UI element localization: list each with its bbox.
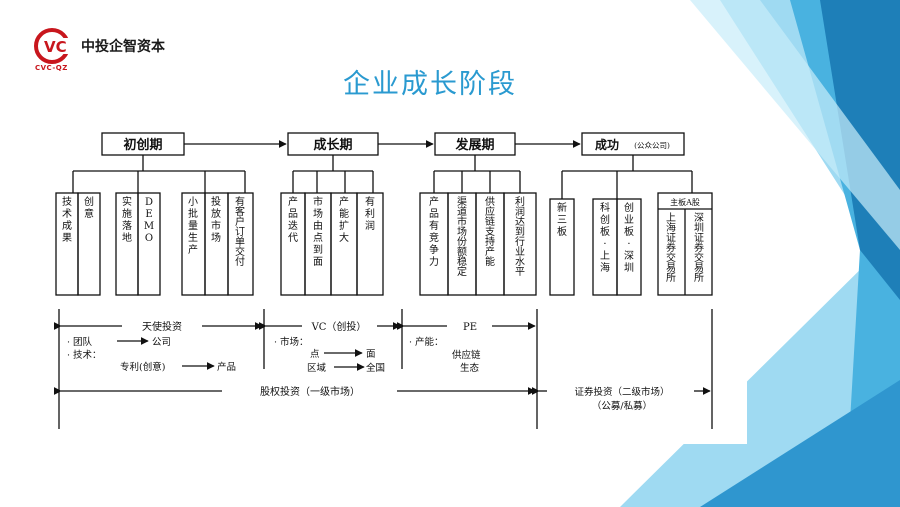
stage-item-text: 产品有竞争力 (429, 195, 439, 268)
stage-item-text: 有客户订单交付 (235, 195, 245, 268)
stage-item-text: 深圳证券交易所 (694, 212, 704, 284)
vc-point: 点 (310, 349, 320, 360)
stage-label-startup: 初创期 (123, 137, 162, 153)
stage-label-success: 成功 (595, 137, 619, 152)
pe-supply-chain: 供应链 (452, 349, 481, 361)
stage-item-text: 投放市场 (211, 195, 221, 244)
item-box (549, 198, 575, 296)
logo-company-name: 中投企智资本 (81, 39, 165, 55)
item-box (356, 192, 384, 296)
page-title: 企业成长阶段 (343, 69, 517, 100)
main-board-label: 主板A股 (670, 197, 700, 207)
logo-mark-icon: VC (34, 28, 72, 64)
item-box (616, 198, 642, 296)
stage-item-text: 技术成果 (62, 195, 72, 244)
item-box (77, 192, 101, 296)
pe-ecosystem: 生态 (460, 362, 480, 374)
vc-label: VC（创投） (311, 320, 367, 333)
vc-surface: 面 (366, 349, 376, 360)
item-box (227, 192, 254, 296)
stage-item-text: 创意 (84, 195, 94, 220)
stage-item-text: 科创板·上海 (600, 201, 610, 274)
stage-label-success-sub: (公众公司) (634, 141, 670, 150)
angel-tech: · 技术： (67, 349, 102, 361)
angel-company: 公司 (152, 337, 171, 348)
stage-item-text: 新三板 (557, 201, 567, 238)
stage-label-development: 发展期 (454, 137, 494, 153)
vc-market: · 市场： (274, 336, 309, 348)
securities-investment-sub: （公募/私募） (592, 400, 652, 412)
item-box (503, 192, 537, 296)
stage-item-text: 小批量生产 (188, 196, 198, 256)
company-logo: VC CVC-QZ 中投企智资本 (34, 28, 194, 74)
stage-item-text: 有利润 (365, 195, 375, 232)
stage-item-text: 利润达到行业水平 (515, 196, 525, 278)
stage-item-text: 上海证券交易所 (666, 212, 676, 284)
vc-region: 区域 (307, 362, 327, 374)
stage-item-text: 产能扩大 (339, 195, 349, 244)
securities-investment-label: 证券投资（二级市场） (574, 386, 669, 398)
item-box (137, 192, 161, 296)
logo-mark-text: VC (44, 38, 67, 56)
stage-item-text: 市场由点到面 (313, 195, 323, 268)
stage-item-text: 供应链支持产能 (485, 195, 495, 268)
stage-item-text: 实施落地 (122, 195, 132, 244)
deco-shape-bottom (700, 380, 900, 507)
angel-team: · 团队 (67, 336, 93, 348)
stage-label-growth: 成长期 (313, 137, 352, 153)
logo-subtitle: CVC-QZ (35, 64, 68, 72)
equity-investment-label: 股权投资（一级市场） (260, 385, 360, 398)
deco-shape-top (690, 0, 900, 250)
angel-label: 天使投资 (142, 320, 182, 333)
stage-item-text: 创业板·深圳 (624, 201, 634, 274)
stage-item-text: 渠道市场份额稳定 (457, 196, 467, 278)
pe-label: PE (463, 322, 477, 333)
vc-nation: 全国 (366, 362, 385, 374)
angel-product: 产品 (217, 361, 236, 373)
pe-capacity: · 产能： (409, 336, 444, 348)
stage-item-text: 产品迭代 (288, 195, 298, 244)
angel-patent: 专利(创意) (120, 361, 165, 373)
